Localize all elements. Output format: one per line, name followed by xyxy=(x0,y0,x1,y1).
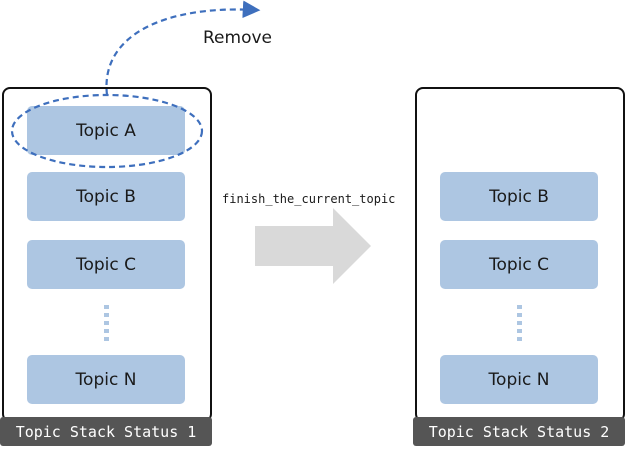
stack1-topic-n: Topic N xyxy=(27,355,185,404)
stack1-status-label: Topic Stack Status 1 xyxy=(0,417,212,446)
stack2-topic-c: Topic C xyxy=(440,240,598,289)
stack2-topic-n: Topic N xyxy=(440,355,598,404)
stack1-ellipsis-dots xyxy=(104,305,109,342)
stack2-ellipsis-dots xyxy=(517,305,522,342)
stack1-topic-a: Topic A xyxy=(27,106,185,155)
selection-dashed-ellipse xyxy=(10,93,204,169)
remove-label: Remove xyxy=(203,28,272,48)
stack1-topic-b: Topic B xyxy=(27,172,185,221)
function-label: finish_the_current_topic xyxy=(222,192,396,206)
stack2-topic-b: Topic B xyxy=(440,172,598,221)
remove-curved-arrow xyxy=(105,0,261,96)
transition-arrow xyxy=(255,208,371,284)
stack1-topic-c: Topic C xyxy=(27,240,185,289)
stack2-status-label: Topic Stack Status 2 xyxy=(413,417,625,446)
